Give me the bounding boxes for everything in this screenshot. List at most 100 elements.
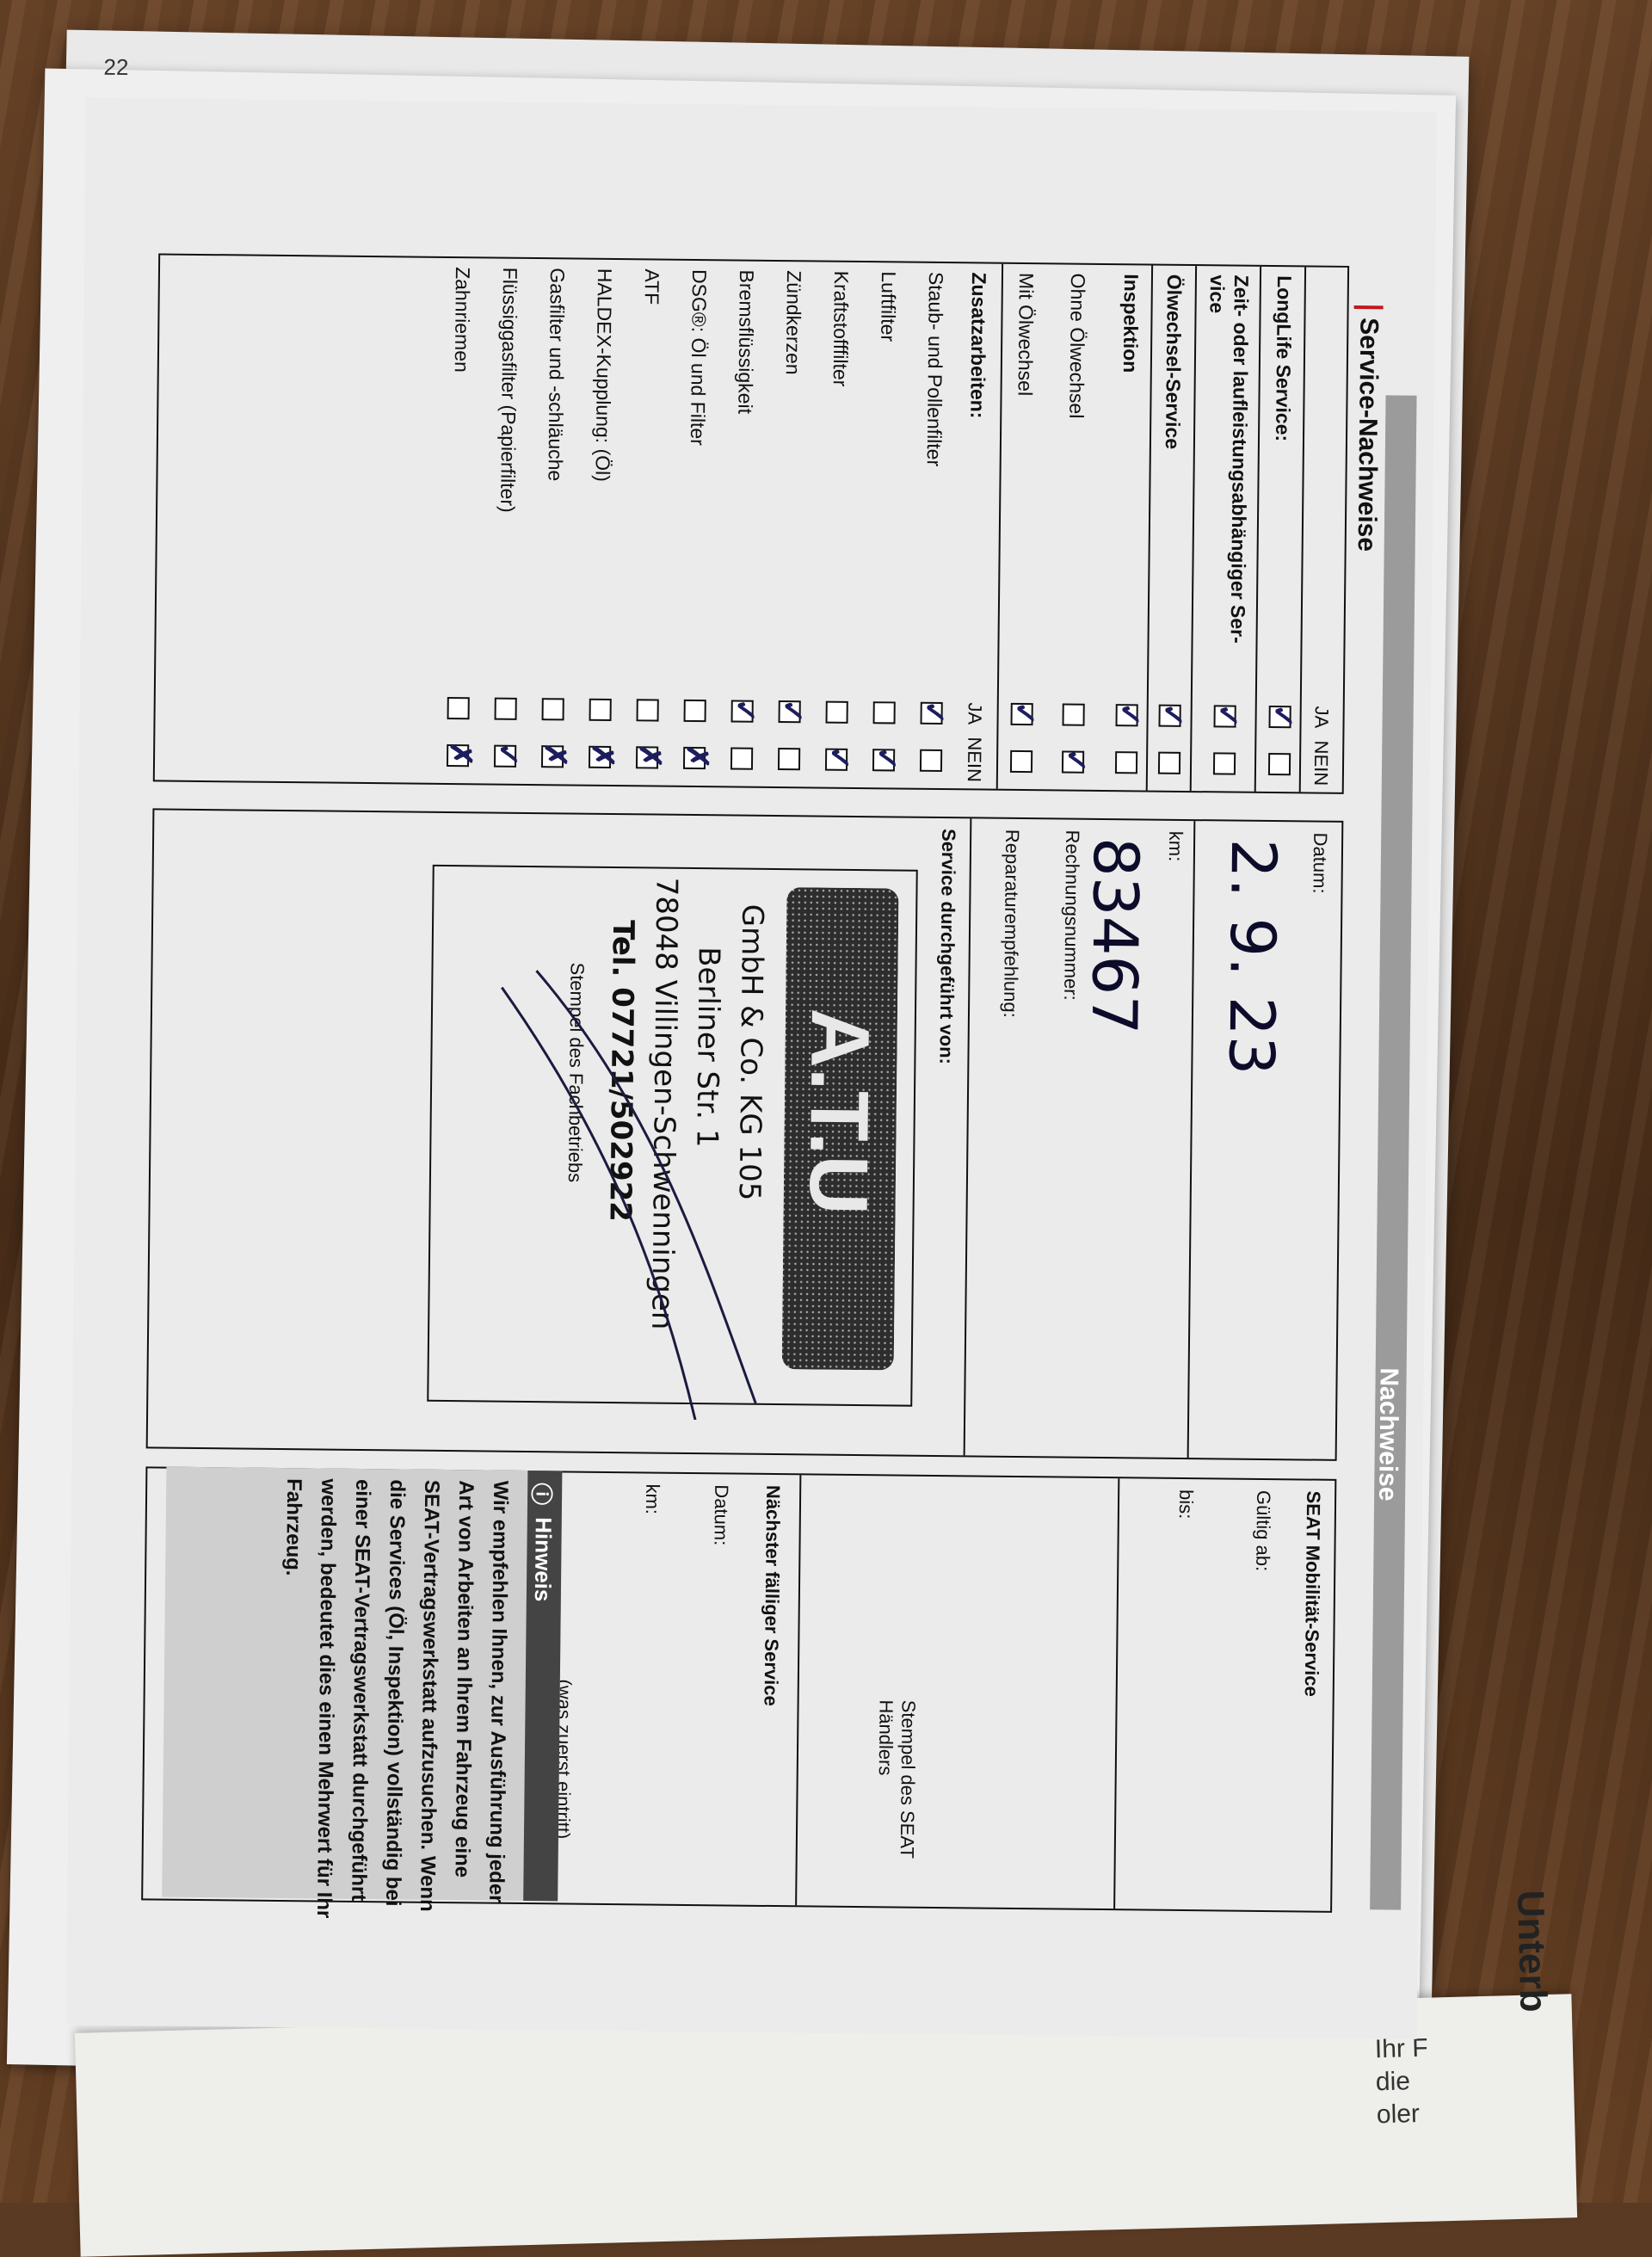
section-title: Service-Nachweise	[1352, 318, 1384, 552]
bis-label: bis:	[1174, 1489, 1198, 1520]
header-band: Nachweise	[1370, 395, 1417, 1910]
ja-checkbox[interactable]	[825, 700, 848, 724]
page-number: 22	[103, 53, 129, 81]
ja-checkbox[interactable]	[541, 698, 564, 721]
nein-checkbox[interactable]	[1009, 749, 1033, 774]
table-row: Luftfilter ✓	[870, 262, 903, 787]
opposite-line: die	[1375, 2067, 1411, 2097]
hinweis-line: einer SEAT-Vertragswerkstatt durchgeführ…	[347, 1478, 375, 1902]
datum-handwritten: 2. 9. 23	[1215, 838, 1291, 1076]
check-mark: ✓	[1058, 748, 1093, 774]
cross-mark: ✗	[585, 743, 620, 768]
row-label: Zündkerzen	[781, 270, 806, 375]
ja-checkbox[interactable]	[589, 698, 612, 721]
nein-checkbox[interactable]	[1212, 752, 1236, 775]
ja-checkbox[interactable]	[872, 701, 896, 725]
divider	[1298, 267, 1307, 792]
row-label: Mit Ölwechsel	[1014, 272, 1039, 397]
row-label: LongLife Service:	[1271, 275, 1296, 442]
nein-checkbox[interactable]	[1157, 751, 1181, 774]
table-row: Staub- und Pollenfilter ✓	[918, 263, 951, 788]
check-mark: ✓	[728, 698, 761, 724]
hinweis-box: ⓘ Hinweis Wir empfehlen Ihnen, zur Ausfü…	[162, 1466, 563, 1918]
next-km-label: km:	[641, 1483, 664, 1515]
hinweis-line: SEAT-Vertragswerkstatt aufzusuchen. Wenn	[416, 1479, 444, 1912]
col-nein-header: NEIN	[1310, 740, 1333, 786]
reparatur-label: Reparaturempfehlung:	[999, 829, 1024, 1018]
row-label: DSG®: Öl und Filter	[686, 268, 712, 447]
check-mark: ✓	[869, 746, 903, 772]
row-label: Zahnriemen	[450, 267, 475, 373]
signature	[501, 970, 757, 1421]
table-row: Ölwechsel-Service ✓	[1156, 266, 1189, 791]
nein-checkbox[interactable]	[777, 748, 801, 771]
cross-mark: ✗	[632, 743, 667, 769]
ja-checkbox[interactable]	[494, 697, 517, 720]
ja-checkbox[interactable]	[636, 699, 659, 722]
check-mark: ✓	[917, 700, 951, 725]
opposite-title: Unterb	[1509, 1890, 1555, 2013]
check-mark: ✓	[1156, 702, 1189, 728]
mobility-stamp-caption: Stempel des SEAT Händlers	[874, 1699, 920, 1859]
table-row: Bremsflüssigkeit ✓	[729, 262, 761, 786]
check-mark: ✓	[1008, 700, 1041, 726]
divider	[1187, 821, 1196, 1458]
table-row: Zahnriemen ✗	[444, 258, 477, 783]
table-row: DSG®: Öl und Filter ✗	[681, 261, 713, 786]
hinweis-line: die Services (Öl, Inspektion) vollständi…	[381, 1479, 410, 1907]
divider	[1145, 265, 1154, 791]
atu-logo: A.T.U	[781, 887, 899, 1371]
table-row: Zündkerzen ✓	[776, 262, 809, 786]
table-row: Ohne Ölwechsel ✓	[1059, 265, 1092, 790]
hinweis-line: Wir empfehlen Ihnen, zur Ausführung jede…	[484, 1480, 513, 1903]
hinweis-header: ⓘ Hinweis	[523, 1471, 563, 1902]
col-ja-header: JA	[964, 702, 986, 725]
table-row: ATF ✗	[633, 261, 666, 786]
nein-checkbox[interactable]	[1114, 751, 1138, 774]
hinweis-line: werden, bedeutet dies einen Mehrwert für…	[311, 1478, 341, 1919]
stamp-area: Service durchgeführt von: A.T.U GmbH & C…	[154, 810, 972, 1456]
check-mark: ✓	[822, 745, 856, 771]
ja-checkbox[interactable]	[683, 699, 706, 723]
opposite-line: oler	[1376, 2099, 1421, 2130]
check-mark: ✓	[1211, 703, 1244, 729]
nein-checkbox[interactable]	[730, 747, 754, 770]
header-band-title: Nachweise	[1373, 1367, 1403, 1502]
cross-mark: ✗	[443, 741, 478, 767]
divider	[1113, 1478, 1120, 1909]
stamp-frame: A.T.U GmbH & Co. KG 105 Berliner Str. 1 …	[427, 864, 918, 1421]
cross-mark: ✗	[680, 743, 714, 769]
row-label: Luftfilter	[877, 271, 901, 342]
nein-checkbox[interactable]	[1267, 752, 1291, 776]
info-icon: ⓘ	[527, 1483, 555, 1506]
service-checklist-table: JA NEIN LongLife Service: ✓ Zeit- oder l…	[152, 253, 1350, 794]
table-row: LongLife Service: ✓	[1266, 267, 1299, 792]
table-row: Zeit- oder laufleistungsabhängiger Ser-	[1227, 267, 1253, 792]
table-row: Kraftstofffilter ✓	[823, 262, 855, 787]
col-nein-header: NEIN	[963, 737, 986, 783]
divider	[1254, 266, 1262, 792]
ja-checkbox[interactable]	[1062, 703, 1085, 726]
row-label: Zusatzarbeiten:	[966, 272, 991, 419]
divider	[795, 1475, 802, 1906]
table-row: HALDEX-Kupplung: (Öl) ✗	[586, 260, 619, 785]
row-label: Ohne Ölwechsel	[1065, 273, 1090, 419]
ja-checkbox[interactable]	[447, 696, 470, 720]
hinweis-line: Fahrzeug.	[281, 1478, 306, 1576]
table-row: Mit Ölwechsel ✓	[1008, 264, 1041, 789]
row-label: HALDEX-Kupplung: (Öl)	[591, 268, 617, 483]
hinweis-title: Hinweis	[529, 1517, 557, 1602]
mobility-title: SEAT Mobilität-Service	[1300, 1490, 1325, 1697]
row-label: Kraftstofffilter	[829, 270, 854, 387]
datum-label: Datum:	[1309, 832, 1332, 894]
next-service-title: Nächster fälliger Service	[760, 1484, 785, 1706]
nein-checkbox[interactable]	[919, 749, 943, 773]
cross-mark: ✗	[538, 743, 572, 768]
next-datum-label: Datum:	[710, 1484, 733, 1546]
table-row: Inspektion ✓	[1113, 265, 1146, 790]
rechnung-label: Rechnungsnummer:	[1060, 829, 1084, 1001]
durchgefuehrt-label: Service durchgeführt von:	[935, 828, 960, 1065]
check-mark: ✓	[490, 742, 525, 768]
row-label: vice	[1205, 274, 1230, 314]
divider	[1189, 266, 1198, 792]
